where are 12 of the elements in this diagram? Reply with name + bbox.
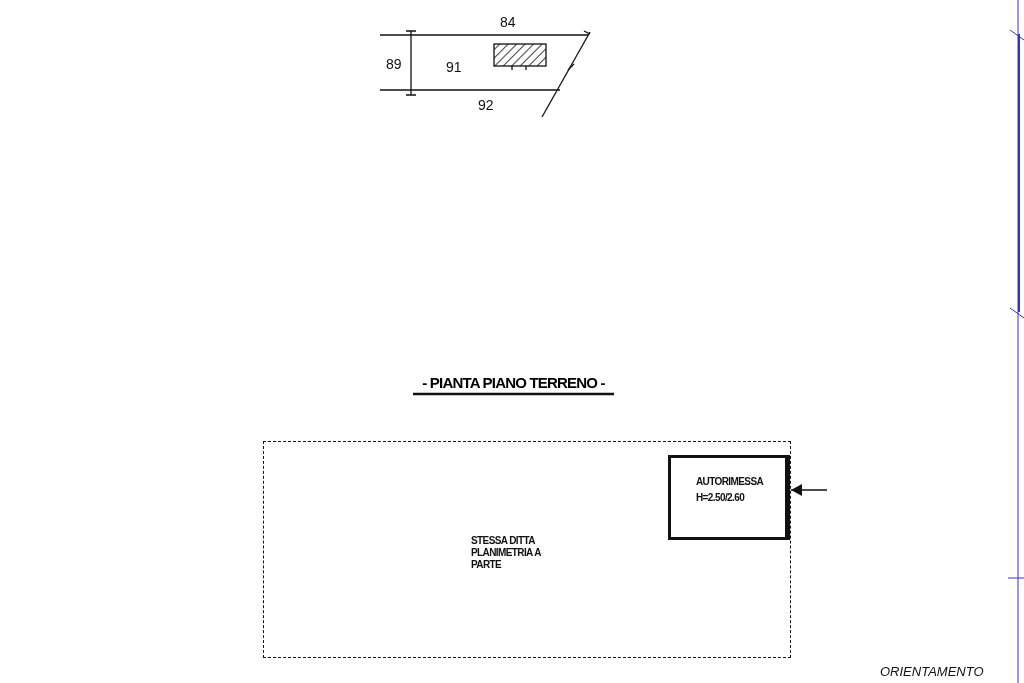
dimension-number: 92 <box>478 97 494 113</box>
room-height: H=2.50/2.60 <box>696 492 745 504</box>
garage-room <box>668 455 790 540</box>
dimension-number: 84 <box>500 14 516 30</box>
orientation-label: ORIENTAMENTO <box>880 664 984 679</box>
note-text: STESSA DITTA PLANIMETRIA A PARTE <box>471 535 541 571</box>
parcel-number: 91 <box>446 59 462 75</box>
plan-title: - PIANTA PIANO TERRENO - <box>421 374 606 392</box>
dimension-number: 89 <box>386 56 402 72</box>
outline-area <box>263 441 791 658</box>
entrance-arrow <box>790 484 828 496</box>
room-name: AUTORIMESSA <box>696 476 764 488</box>
